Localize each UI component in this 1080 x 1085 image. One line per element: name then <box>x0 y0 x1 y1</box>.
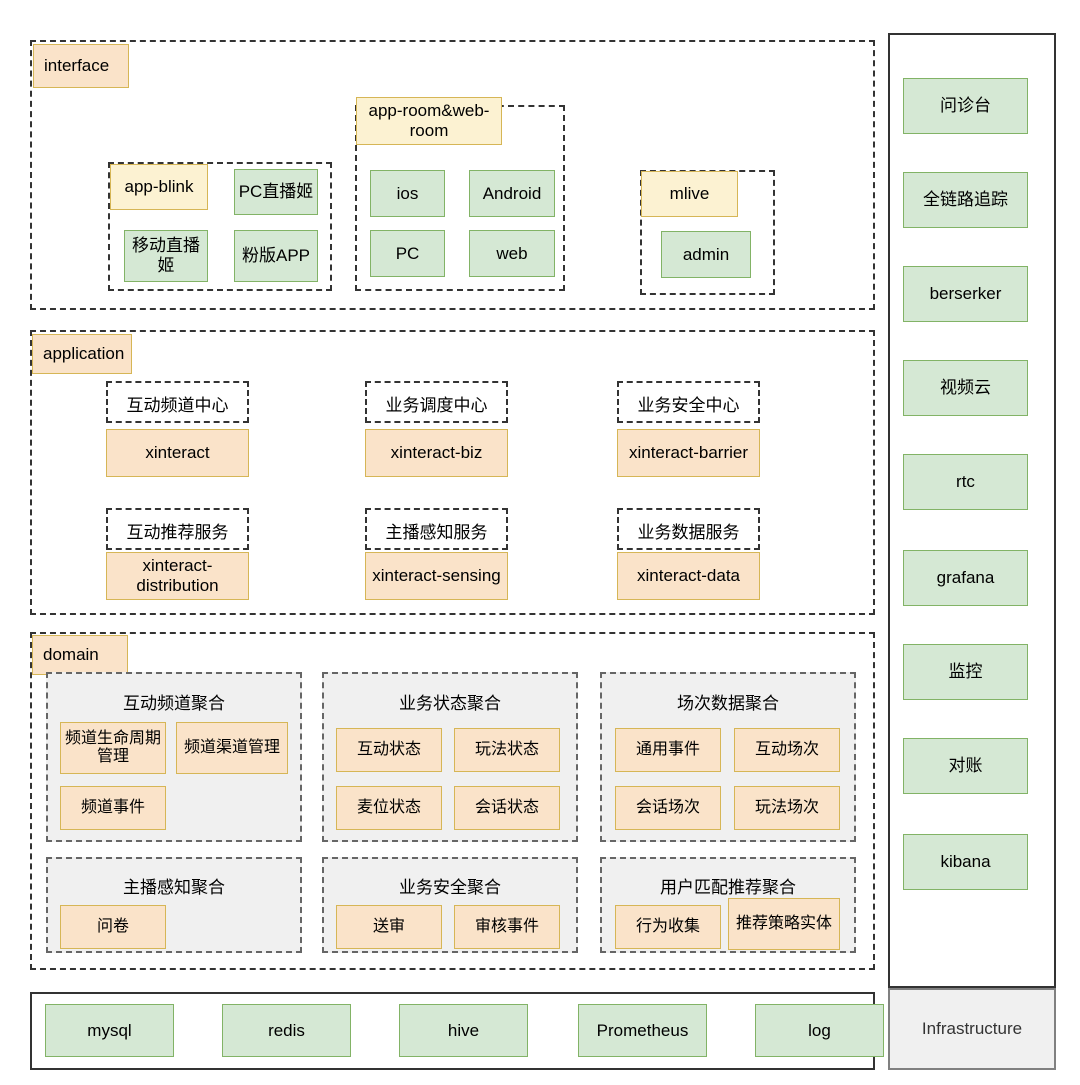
application-group-yewu-anquan: 业务安全中心 <box>617 381 760 423</box>
domain-entity-shenhe-shijian: 审核事件 <box>454 905 560 949</box>
domain-entity-xingwei-shouji: 行为收集 <box>615 905 721 949</box>
application-group-title: 互动推荐服务 <box>126 523 229 542</box>
application-service-xinteract-data: xinteract-data <box>617 552 760 600</box>
domain-aggregate-title: 业务安全聚合 <box>399 878 501 897</box>
interface-item-android: Android <box>469 170 555 217</box>
application-group-yewu-diaodu: 业务调度中心 <box>365 381 508 423</box>
interface-item-fen-app: 粉版APP <box>234 230 318 282</box>
domain-entity-wenjuan: 问卷 <box>60 905 166 949</box>
storage-item-prometheus: Prometheus <box>578 1004 707 1057</box>
interface-item-web: web <box>469 230 555 277</box>
domain-entity-hudong-changci: 互动场次 <box>734 728 840 772</box>
infrastructure-item-rtc: rtc <box>903 454 1028 510</box>
application-group-hudong-pindao: 互动频道中心 <box>106 381 249 423</box>
infrastructure-item-jiankong: 监控 <box>903 644 1028 700</box>
interface-item-mobile-zhibo: 移动直播姬 <box>124 230 208 282</box>
interface-item-pc-zhibo: PC直播姬 <box>234 169 318 215</box>
domain-aggregate-title: 主播感知聚合 <box>123 878 225 897</box>
application-group-title: 互动频道中心 <box>126 396 229 415</box>
infrastructure-label: Infrastructure <box>888 988 1056 1070</box>
interface-item-ios: ios <box>370 170 445 217</box>
interface-group-label-app-room-web-room: app-room&web-room <box>356 97 502 145</box>
domain-aggregate-title: 互动频道聚合 <box>123 694 225 713</box>
application-group-hudong-tuijian: 互动推荐服务 <box>106 508 249 550</box>
domain-layer-label: domain <box>32 635 128 675</box>
application-service-xinteract-sensing: xinteract-sensing <box>365 552 508 600</box>
infrastructure-item-kibana: kibana <box>903 834 1028 890</box>
application-service-xinteract-distribution: xinteract-distribution <box>106 552 249 600</box>
domain-aggregate-title: 场次数据聚合 <box>677 694 779 713</box>
domain-entity-tongyong-shijian: 通用事件 <box>615 728 721 772</box>
application-layer-container <box>30 330 875 615</box>
domain-layer-container <box>30 632 875 970</box>
domain-entity-songshen: 送审 <box>336 905 442 949</box>
domain-entity-maiwei-zhuangtai: 麦位状态 <box>336 786 442 830</box>
infrastructure-item-shipinyun: 视频云 <box>903 360 1028 416</box>
infrastructure-item-wenzhentai: 问诊台 <box>903 78 1028 134</box>
interface-group-label-mlive: mlive <box>641 171 738 217</box>
infrastructure-item-quanlianlu-zhuizong: 全链路追踪 <box>903 172 1028 228</box>
application-group-title: 业务调度中心 <box>385 396 488 415</box>
interface-item-admin: admin <box>661 231 751 278</box>
domain-entity-huihua-changci: 会话场次 <box>615 786 721 830</box>
domain-aggregate-title: 用户匹配推荐聚合 <box>660 878 796 897</box>
application-group-title: 业务安全中心 <box>637 396 740 415</box>
storage-item-hive: hive <box>399 1004 528 1057</box>
domain-entity-hudong-zhuangtai: 互动状态 <box>336 728 442 772</box>
interface-layer-container <box>30 40 875 310</box>
application-service-xinteract-barrier: xinteract-barrier <box>617 429 760 477</box>
storage-item-log: log <box>755 1004 884 1057</box>
domain-aggregate-title: 业务状态聚合 <box>399 694 501 713</box>
interface-layer-label: interface <box>33 44 129 88</box>
application-service-xinteract: xinteract <box>106 429 249 477</box>
domain-entity-pindao-event: 频道事件 <box>60 786 166 830</box>
interface-group-label-app-blink: app-blink <box>110 164 208 210</box>
application-group-title: 业务数据服务 <box>637 523 740 542</box>
interface-item-pc: PC <box>370 230 445 277</box>
application-group-zhubo-ganzhi: 主播感知服务 <box>365 508 508 550</box>
storage-item-redis: redis <box>222 1004 351 1057</box>
domain-entity-wanfa-zhuangtai: 玩法状态 <box>454 728 560 772</box>
application-group-title: 主播感知服务 <box>385 523 488 542</box>
domain-entity-wanfa-changci: 玩法场次 <box>734 786 840 830</box>
domain-entity-pindao-channel-mgmt: 频道渠道管理 <box>176 722 288 774</box>
application-layer-label: application <box>32 334 132 374</box>
storage-item-mysql: mysql <box>45 1004 174 1057</box>
application-service-xinteract-biz: xinteract-biz <box>365 429 508 477</box>
infrastructure-item-duizhang: 对账 <box>903 738 1028 794</box>
domain-entity-tuijian-celve-shiti: 推荐策略实体 <box>728 898 840 950</box>
application-group-yewu-shuju: 业务数据服务 <box>617 508 760 550</box>
domain-entity-huihua-zhuangtai: 会话状态 <box>454 786 560 830</box>
infrastructure-item-grafana: grafana <box>903 550 1028 606</box>
infrastructure-item-berserker: berserker <box>903 266 1028 322</box>
domain-entity-pindao-lifecycle: 频道生命周期管理 <box>60 722 166 774</box>
